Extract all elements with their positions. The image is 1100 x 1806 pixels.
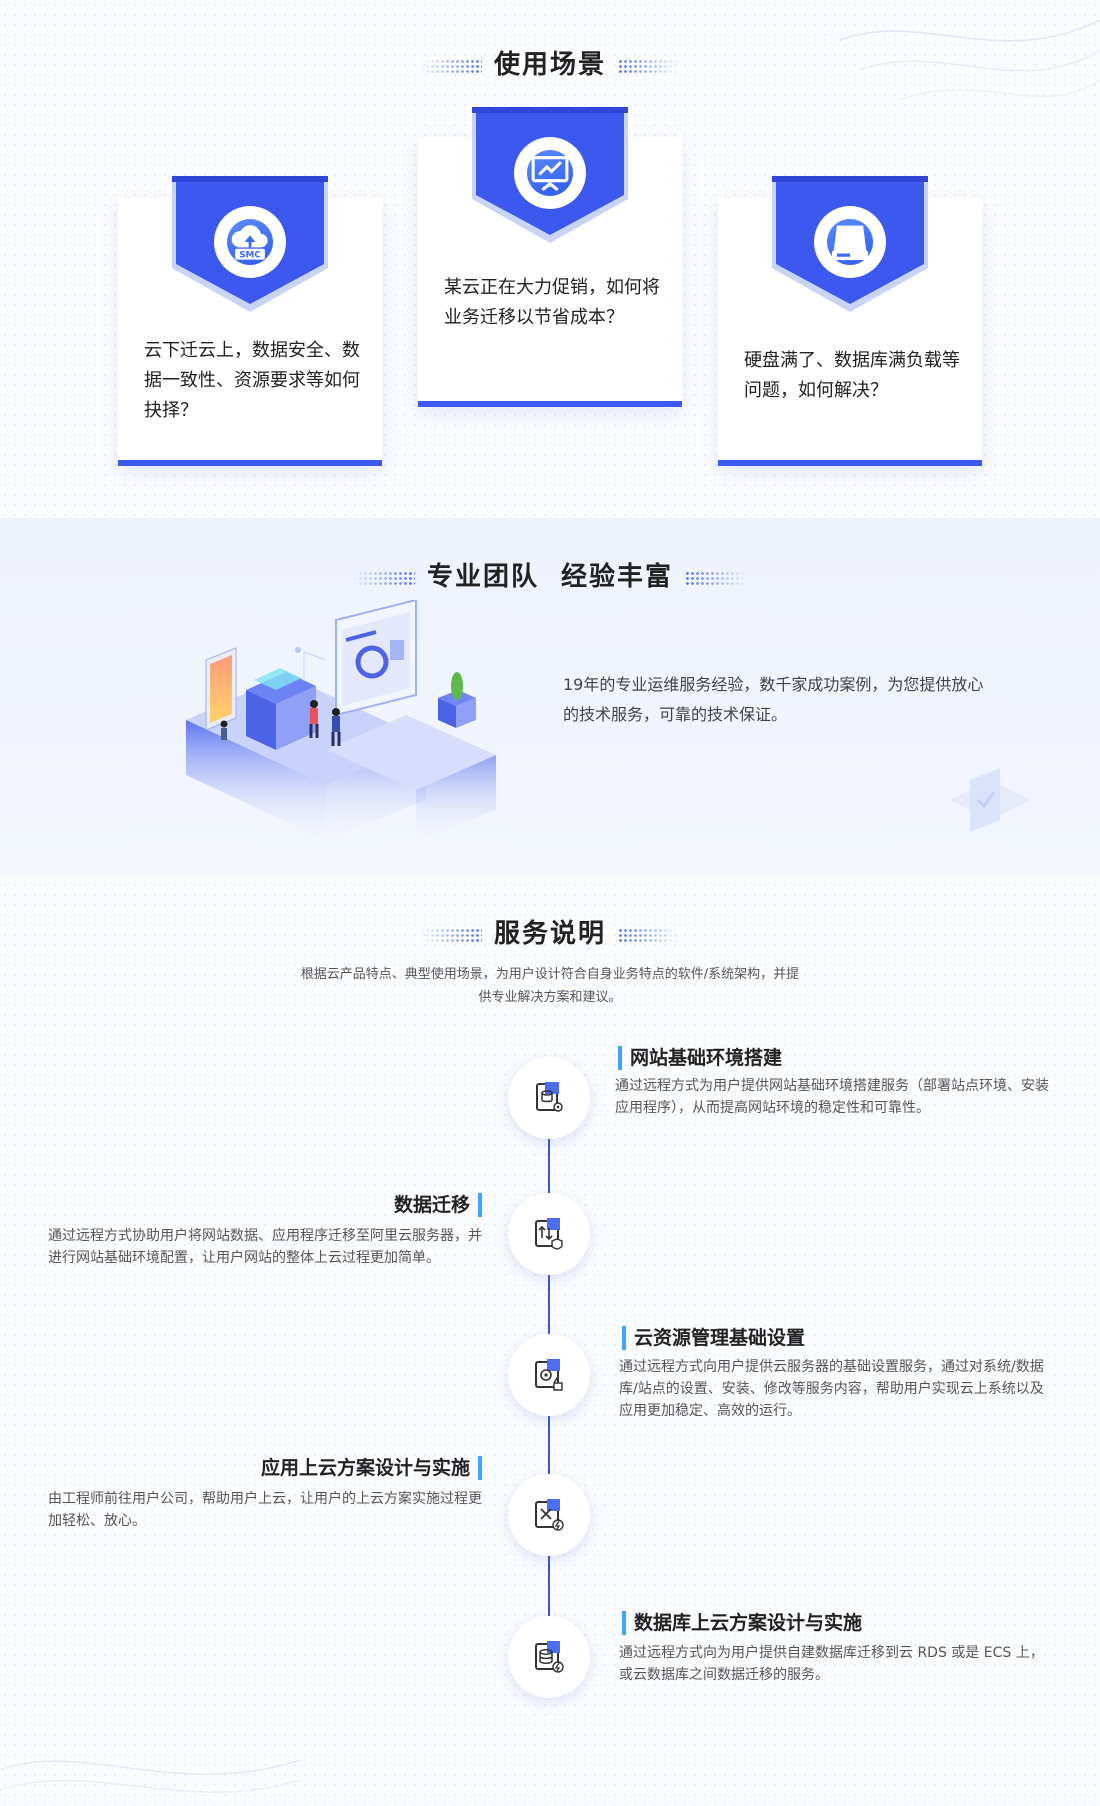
tools-lightning-icon bbox=[531, 1497, 567, 1533]
hard-disk-icon bbox=[814, 206, 886, 278]
scenario-card-3: 硬盘满了、数据库满负载等问题，如何解决？ bbox=[718, 176, 982, 466]
database-lightning-icon bbox=[531, 1639, 567, 1675]
title-dots-left bbox=[419, 927, 482, 942]
cloud-upload-smc-icon: SMC bbox=[214, 206, 286, 278]
title-dots-right bbox=[618, 58, 680, 73]
card-shield: SMC bbox=[172, 176, 328, 312]
team-title: 专业团队 经验丰富 bbox=[0, 556, 1100, 593]
services-title: 服务说明 bbox=[0, 913, 1100, 950]
decorative-wave bbox=[0, 1759, 300, 1793]
title-dots-right bbox=[618, 927, 680, 942]
scenarios-title: 使用场景 bbox=[0, 44, 1100, 81]
services-intro: 根据云产品特点、典型使用场景，为用户设计符合自身业务特点的软件/系统架构，并提供… bbox=[300, 967, 800, 1005]
service-desc: 通过远程方式向为用户提供自建数据库迁移到云 RDS 或是 ECS 上，或云数据库… bbox=[619, 1645, 1044, 1683]
scenario-card-2: 某云正在大力促销，如何将业务迁移以节省成本？ bbox=[418, 107, 682, 407]
timeline-node-4 bbox=[508, 1474, 590, 1556]
title-dots-right bbox=[685, 570, 748, 585]
title-dots-left bbox=[352, 570, 415, 585]
service-title: 应用上云方案设计与实施 bbox=[261, 1456, 482, 1480]
service-desc: 通过远程方式协助用户将网站数据、应用程序迁移至阿里云服务器，并进行网站基础环境配… bbox=[48, 1228, 482, 1266]
server-settings-icon bbox=[531, 1080, 567, 1116]
gear-thumbs-up-icon bbox=[531, 1357, 567, 1393]
service-desc: 通过远程方式为用户提供网站基础环境搭建服务（部署站点环境、安装应用程序），从而提… bbox=[615, 1078, 1049, 1116]
card-shield bbox=[472, 107, 628, 243]
team-band bbox=[0, 518, 1100, 876]
title-dots-left bbox=[419, 58, 482, 73]
scenario-text: 某云正在大力促销，如何将业务迁移以节省成本？ bbox=[444, 277, 660, 328]
timeline-node-3 bbox=[508, 1334, 590, 1416]
transfer-shield-icon bbox=[531, 1216, 567, 1252]
service-title: 网站基础环境搭建 bbox=[618, 1046, 782, 1070]
service-title: 数据库上云方案设计与实施 bbox=[622, 1611, 862, 1635]
team-illustration bbox=[186, 600, 496, 840]
timeline-node-5 bbox=[508, 1616, 590, 1698]
scenario-text: 硬盘满了、数据库满负载等问题，如何解决？ bbox=[744, 350, 960, 401]
scenario-text: 云下迁云上，数据安全、数据一致性、资源要求等如何抉择？ bbox=[144, 340, 360, 421]
timeline-node-2 bbox=[508, 1193, 590, 1275]
service-title: 数据迁移 bbox=[394, 1193, 482, 1217]
service-desc: 由工程师前往用户公司，帮助用户上云，让用户的上云方案实施过程更加轻松、放心。 bbox=[48, 1491, 482, 1529]
presentation-chart-icon bbox=[514, 137, 586, 209]
scenario-card-1: SMC 云下迁云上，数据安全、数据一致性、资源要求等如何抉择？ bbox=[118, 176, 382, 466]
card-shield bbox=[772, 176, 928, 312]
smc-label: SMC bbox=[239, 251, 261, 261]
team-description: 19年的专业运维服务经验，数千家成功案例，为您提供放心的技术服务，可靠的技术保证… bbox=[563, 675, 984, 724]
service-desc: 通过远程方式向用户提供云服务器的基础设置服务，通过对系统/数据库/站点的设置、安… bbox=[619, 1359, 1044, 1419]
service-title: 云资源管理基础设置 bbox=[622, 1326, 805, 1350]
timeline-node-1 bbox=[508, 1057, 590, 1139]
